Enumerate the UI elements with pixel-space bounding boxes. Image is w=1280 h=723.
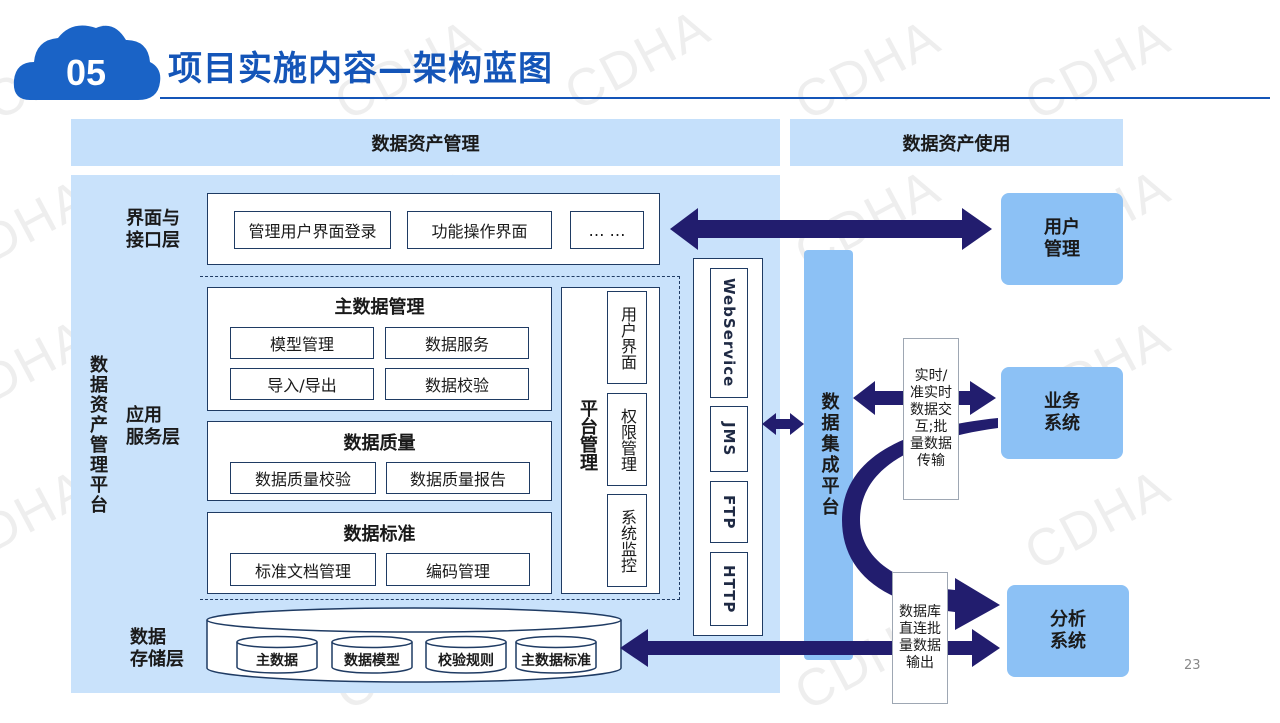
db-direct-note: 数据库直连批量数据输出 [892,572,948,704]
master-data-title: 主数据管理 [334,297,425,318]
platform-mgmt-item: 用户界面 [607,291,647,384]
analysis-system: 分析 系统 [1007,585,1129,677]
arrow-storage-analysis [620,629,1000,667]
data-standard-item: 标准文档管理 [230,553,376,586]
page-title: 项目实施内容—架构蓝图 [168,49,553,89]
user-management-system: 用户 管理 [1001,193,1123,285]
integration-platform: 数据集成平台 [804,250,853,660]
master-data-item: 数据校验 [385,368,529,400]
storage-item-cylinder [425,635,507,674]
section-number: 05 [65,52,107,93]
usage-header: 数据资产使用 [790,119,1123,166]
storage-item-label: 主数据 [256,653,298,669]
interface-item: 管理用户界面登录 [234,211,391,249]
arrow-business-analysis [842,418,1000,630]
page-number: 23 [1184,658,1201,673]
data-quality-item: 数据质量校验 [230,462,376,494]
protocol-http: HTTP [710,552,748,626]
data-standard-item: 编码管理 [386,553,530,586]
layer-label-storage: 数据 存储层 [130,627,184,670]
protocol-ftp: FTP [710,481,748,543]
management-header: 数据资产管理 [71,119,780,166]
storage-item-cylinder [515,635,597,674]
interface-item: … … [570,211,644,249]
realtime-note: 实时/准实时数据交互;批量数据传输 [903,338,959,500]
storage-item-label: 主数据标准 [521,653,591,669]
interface-item: 功能操作界面 [407,211,552,249]
title-divider [160,97,1270,99]
layer-label-application: 应用 服务层 [126,405,180,448]
storage-item-label: 数据模型 [344,653,400,669]
application-boundary [200,276,680,600]
platform-label: 数据资产管理平台 [87,355,108,515]
data-standard-title: 数据标准 [343,524,416,545]
protocol-jms: JMS [710,406,748,472]
storage-item-cylinder [236,635,318,674]
arrow-protocol-integration [762,413,804,435]
cloud-badge [13,25,161,101]
protocol-webservice: WebService [710,268,748,398]
data-quality-title: 数据质量 [343,433,416,454]
platform-mgmt-item: 权限管理 [607,393,647,486]
arrow-interface-user [670,208,992,250]
layer-label-interface: 界面与 接口层 [126,208,180,251]
platform-mgmt-item: 系统监控 [607,494,647,587]
data-quality-item: 数据质量报告 [386,462,530,494]
master-data-item: 导入/导出 [230,368,374,400]
business-system: 业务 系统 [1001,367,1123,459]
master-data-item: 模型管理 [230,327,374,359]
storage-item-label: 校验规则 [438,653,494,669]
storage-item-cylinder [331,635,413,674]
platform-mgmt-title: 平台管理 [577,399,598,471]
master-data-item: 数据服务 [385,327,529,359]
